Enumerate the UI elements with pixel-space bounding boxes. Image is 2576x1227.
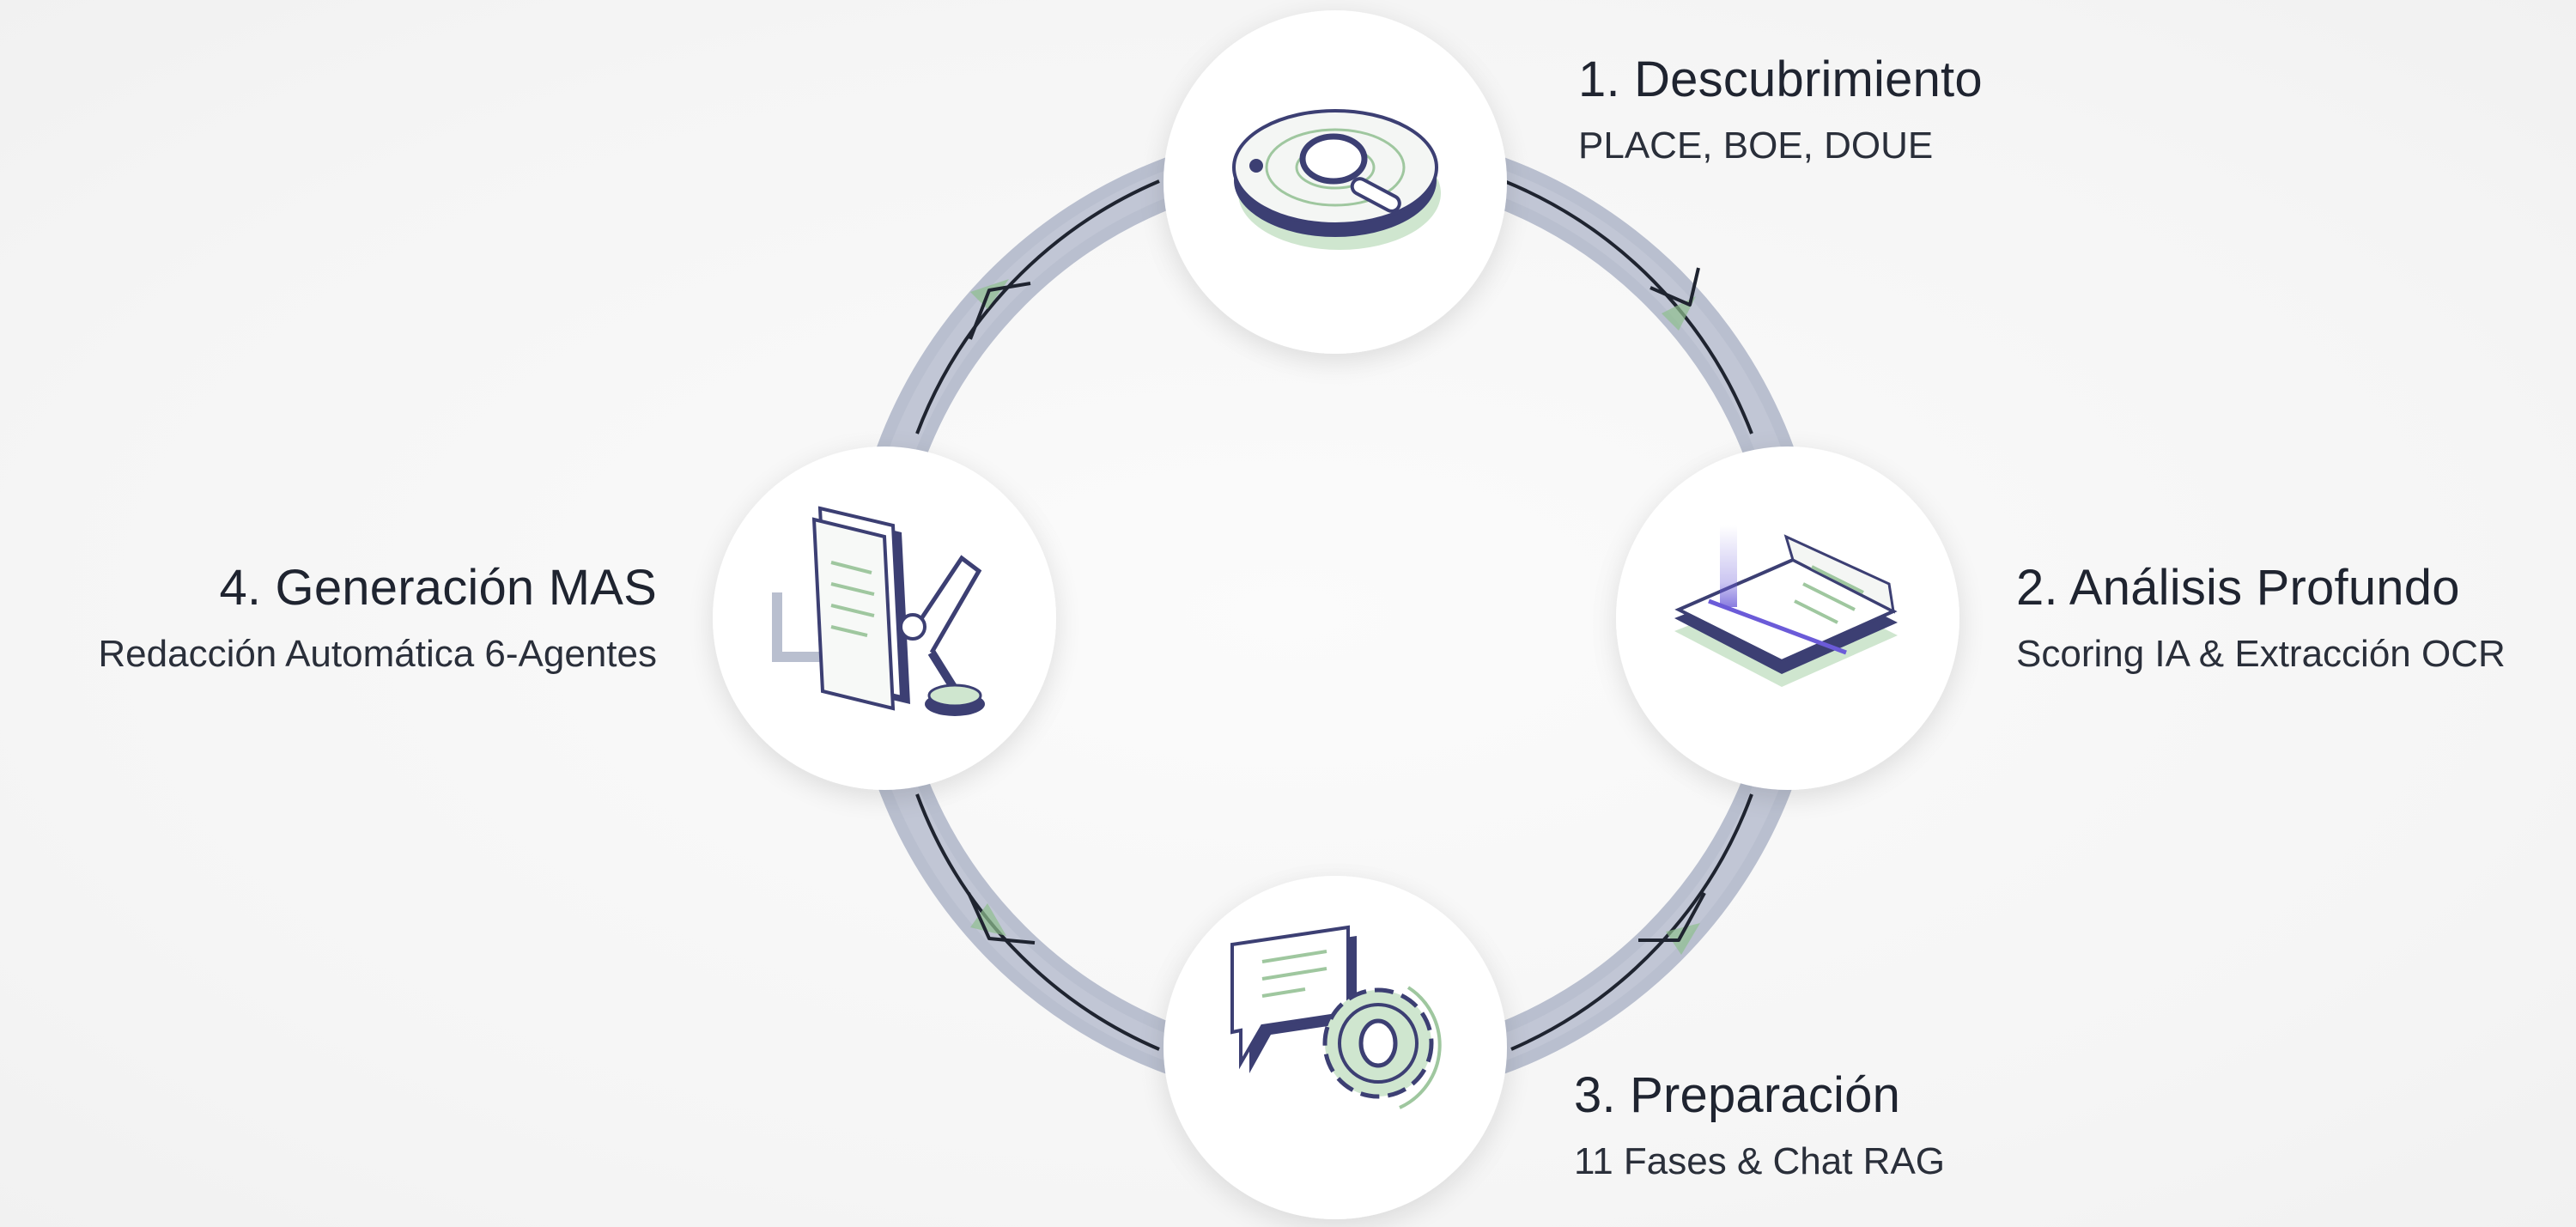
arrow-head-1 (1649, 267, 1700, 331)
step-3-subtitle: 11 Fases & Chat RAG (1574, 1139, 1946, 1182)
arc-4-to-1 (915, 179, 1160, 434)
arc-2-to-3 (1510, 793, 1753, 1051)
arrow-head-4 (969, 279, 1031, 340)
step-3-title: 3. Preparación (1574, 1067, 1901, 1123)
step-4-node (713, 446, 1056, 790)
step-1-title: 1. Descubrimiento (1578, 52, 1983, 107)
step-4-subtitle: Redacción Automática 6-Agentes (98, 632, 657, 675)
robot-arm-documents-icon (772, 506, 985, 716)
step-3-node (1163, 876, 1507, 1219)
chat-gear-icon (1230, 925, 1442, 1109)
arrow-head-2 (1638, 892, 1706, 955)
step-2-label: 2. Análisis Profundo Scoring IA & Extrac… (2016, 560, 2506, 676)
arrow-head-3 (967, 892, 1036, 945)
arc-1-to-2 (1504, 179, 1753, 434)
step-2-title: 2. Análisis Profundo (2016, 560, 2460, 616)
step-1-node (1163, 10, 1507, 354)
step-2-node (1616, 446, 1959, 790)
step-3-label: 3. Preparación 11 Fases & Chat RAG (1574, 1067, 1945, 1183)
step-4-title: 4. Generación MAS (219, 560, 657, 616)
document-scan-icon (1674, 525, 1898, 687)
step-2-subtitle: Scoring IA & Extracción OCR (2016, 632, 2506, 675)
step-4-label: 4. Generación MAS Redacción Automática 6… (98, 560, 657, 676)
step-1-subtitle: PLACE, BOE, DOUE (1578, 124, 1934, 167)
radar-magnifier-icon (1232, 109, 1441, 250)
arc-3-to-4 (915, 793, 1160, 1051)
step-1-label: 1. Descubrimiento PLACE, BOE, DOUE (1578, 52, 1983, 167)
